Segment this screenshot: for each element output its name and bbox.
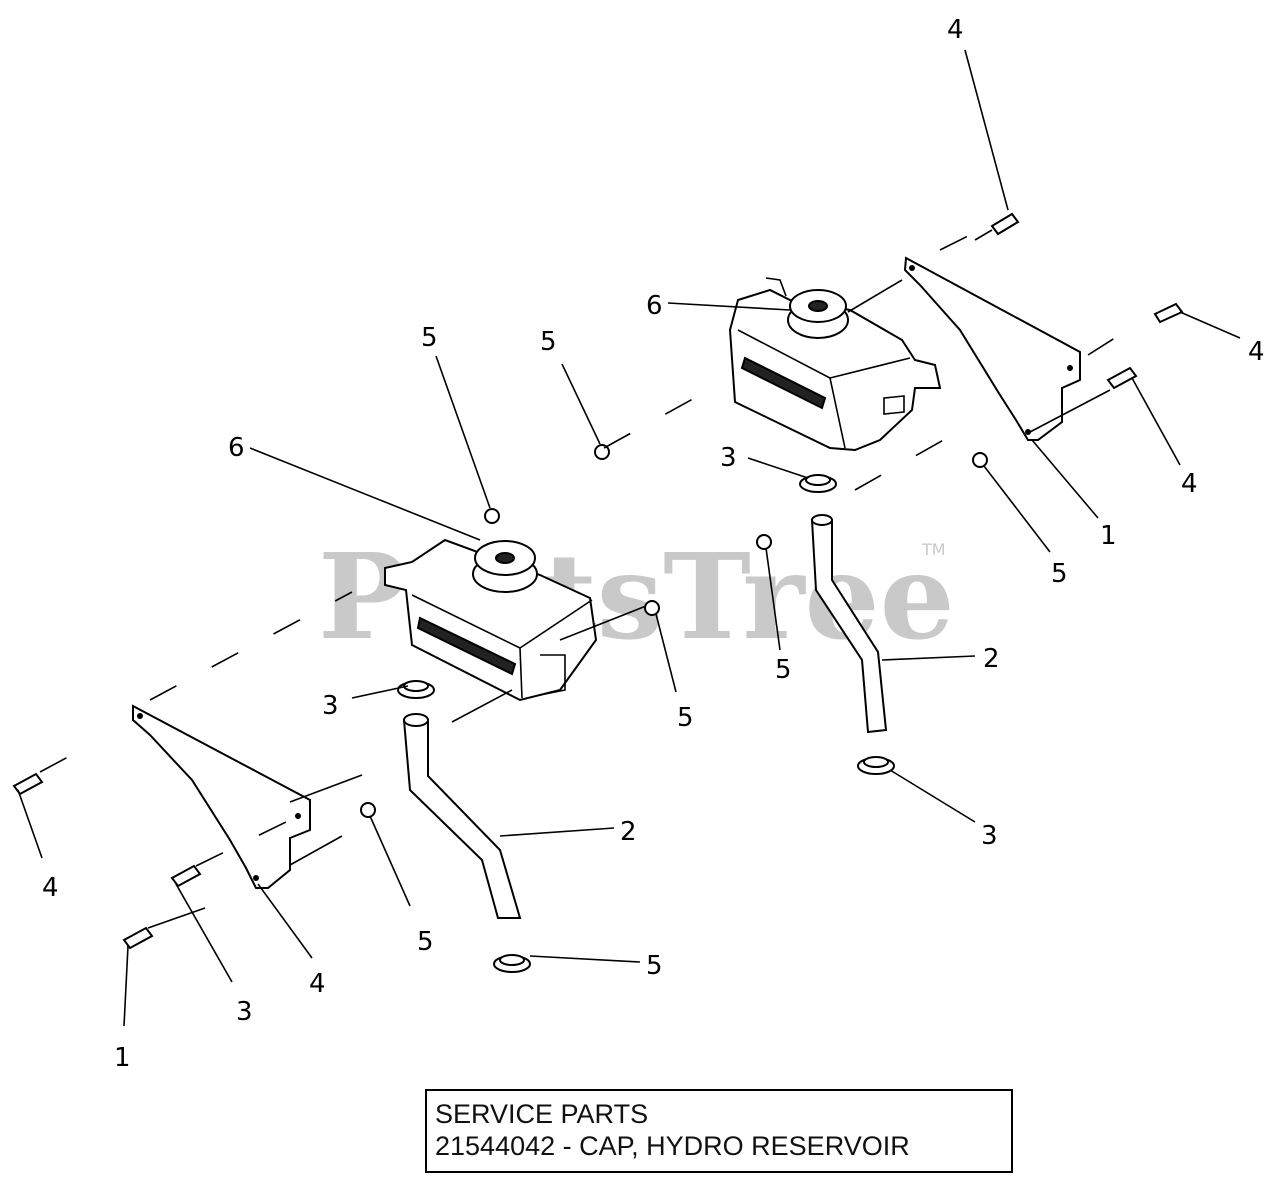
left-nut-c [360,802,376,818]
callout-bracket-right: 1 [1100,521,1117,551]
left-reservoir-cap [472,540,538,593]
right-hose [810,514,888,734]
left-clamp-top [397,680,435,699]
service-parts-box: SERVICE PARTS 21544042 - CAP, HYDRO RESE… [425,1089,1013,1173]
callout-bolt-right-low: 4 [1181,469,1198,499]
left-bolt-c [122,926,154,950]
callout-clamp-left-top: 3 [322,691,339,721]
callout-hose-right: 2 [983,644,1000,674]
service-parts-heading: SERVICE PARTS [435,1099,649,1129]
right-clamp-top [799,474,837,493]
callout-nut-left-c: 5 [417,927,434,957]
callout-bolt-left-c: 1 [114,1043,131,1073]
left-nut-b [644,600,660,616]
callout-nut-right-b: 5 [1051,559,1068,589]
right-bracket [903,256,1081,441]
callout-clamp-right-bottom: 3 [981,821,998,851]
left-clamp-bottom [493,954,531,973]
callout-bolt-right-mid: 4 [1248,337,1265,367]
callout-bolt-top-right: 4 [947,15,964,45]
callout-cap-right: 6 [646,291,663,321]
callout-nut-right-c: 5 [775,655,792,685]
right-bolt-mid [1153,302,1184,324]
right-bolt-top [974,212,1020,241]
left-hose [402,713,522,919]
left-bracket [132,704,311,889]
service-parts-item: 21544042 - CAP, HYDRO RESERVOIR [435,1131,910,1161]
left-reservoir-tank [384,538,598,702]
right-clamp-bottom [857,756,895,775]
callout-clamp-right-top: 3 [720,443,737,473]
right-nut-a [594,444,610,460]
left-nut-a [484,508,500,524]
right-nut-c [756,534,772,550]
right-bolt-low [1106,366,1138,390]
callout-clamp-left-bottom: 5 [646,951,663,981]
callout-bracket-left: 4 [309,969,326,999]
callout-nut-left-b: 5 [677,703,694,733]
callout-hose-left: 2 [620,817,637,847]
left-bolt-b [170,864,202,888]
right-reservoir-cap [787,289,849,339]
right-reservoir-tank [728,277,942,452]
watermark-trademark: TM [921,540,946,559]
callout-bolt-left-b: 3 [236,997,253,1027]
callout-nut-right-a: 5 [540,327,557,357]
callout-bolt-left-a: 4 [42,873,59,903]
callout-nut-left-top: 5 [421,323,438,353]
right-nut-b [972,452,988,468]
callout-cap-left: 6 [228,433,245,463]
